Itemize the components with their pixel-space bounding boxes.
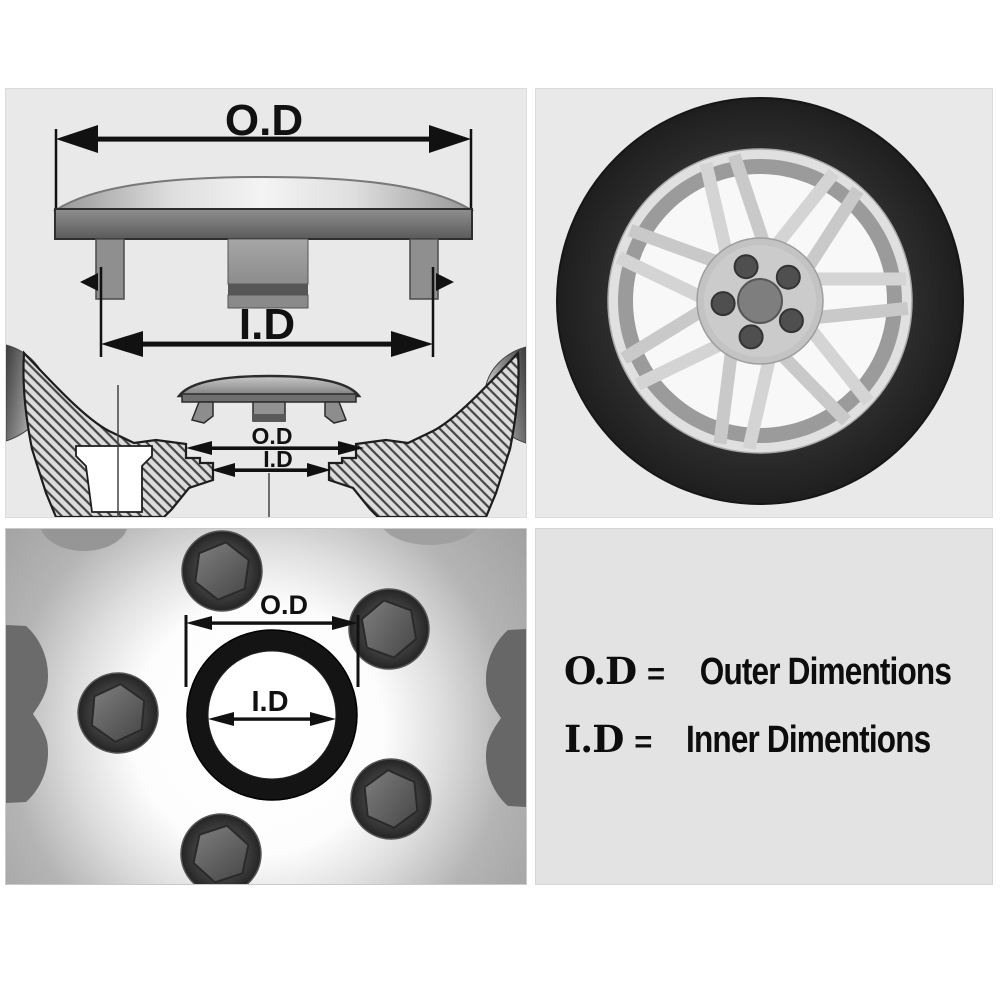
od-dimension-arrow — [56, 125, 471, 153]
wheel-section-left — [22, 350, 215, 517]
wheel — [556, 97, 964, 505]
legend-row-od: O.D = Outer Dimentions — [564, 649, 977, 694]
clip-direction-arrow-right — [436, 273, 454, 291]
section-id-label: I.D — [263, 446, 292, 472]
center-bore — [737, 278, 783, 324]
section-od-arrow — [186, 441, 364, 455]
legend-abbr-id: I.D — [564, 717, 624, 761]
small-center-cap — [176, 374, 362, 424]
closeup-id-label: I.D — [251, 686, 288, 718]
section-od-label: O.D — [252, 423, 293, 449]
clip-direction-arrow-left — [80, 273, 98, 291]
id-label: I.D — [239, 300, 295, 349]
hub-cross-section: O.D I.D — [6, 344, 526, 517]
center-bore-opening — [207, 650, 337, 780]
legend-equals-od: = — [647, 656, 666, 691]
legend-abbr-od: O.D — [564, 649, 637, 693]
edge-shadow-top-left — [41, 529, 127, 551]
spoke-window-left-edge — [6, 625, 49, 803]
lug-holes — [710, 254, 804, 350]
closeup-od-arrow — [186, 616, 358, 630]
wheel-svg — [556, 97, 964, 505]
edge-shadow-top-right — [383, 529, 477, 545]
closeup-id-arrow — [208, 712, 336, 726]
legend-text-id: Inner Dimentions — [686, 719, 931, 761]
legend-equals-id: = — [634, 724, 653, 759]
cap-dome — [52, 175, 475, 211]
wheel-section-right — [327, 350, 520, 517]
cap-diagram-svg: O.D I.D — [6, 96, 526, 517]
spoke-mesh — [615, 153, 909, 451]
id-dimension-arrow — [101, 331, 433, 357]
cap-dimension-panel: O.D I.D — [5, 88, 527, 518]
wheel-photo-panel — [535, 88, 993, 518]
cap-rim — [54, 208, 473, 240]
cap-center-post — [227, 238, 309, 309]
spoke-window-right-edge — [485, 629, 526, 807]
legend-panel: O.D = Outer Dimentions I.D = Inner Dimen… — [535, 528, 993, 885]
section-id-arrow — [211, 463, 331, 477]
closeup-od-label: O.D — [260, 590, 308, 620]
lug-bore-pocket — [75, 445, 153, 513]
legend-text-od: Outer Dimentions — [699, 651, 952, 693]
hub-closeup-panel: O.D I.D — [5, 528, 527, 885]
hub-closeup-svg: O.D I.D — [6, 529, 526, 884]
cap-side-view: O.D I.D — [52, 96, 475, 357]
legend-row-id: I.D = Inner Dimentions — [564, 717, 956, 762]
